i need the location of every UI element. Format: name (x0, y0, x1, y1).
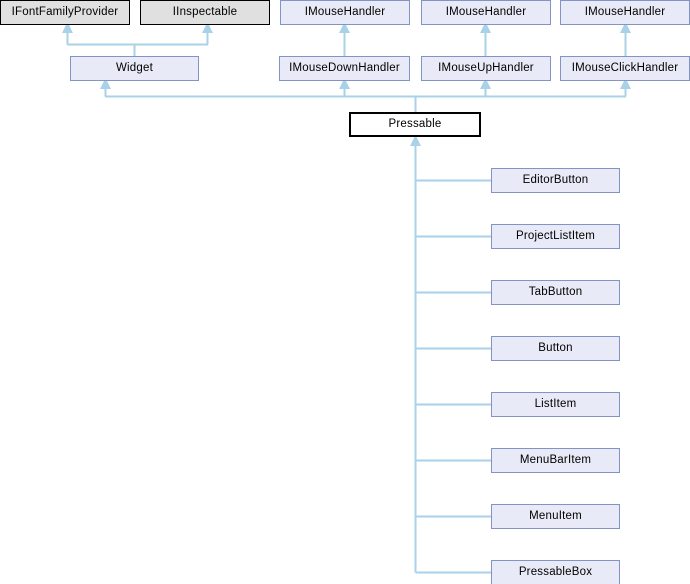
arrowhead-up (410, 135, 421, 146)
node-label: IMouseHandler (445, 5, 527, 18)
node-button[interactable]: Button (491, 336, 620, 361)
node-projectlistitem[interactable]: ProjectListItem (491, 224, 620, 249)
arrowhead-up (62, 22, 73, 33)
node-label: IMouseClickHandler (571, 61, 679, 74)
arrowhead-up (620, 78, 631, 89)
node-imouseclickhandler[interactable]: IMouseClickHandler (560, 56, 690, 81)
node-label: IMouseHandler (304, 5, 386, 18)
node-widget[interactable]: Widget (70, 56, 199, 81)
node-listitem[interactable]: ListItem (491, 392, 620, 417)
node-imousedownhandler[interactable]: IMouseDownHandler (279, 56, 410, 81)
node-imousehandler-1[interactable]: IMouseHandler (280, 0, 410, 25)
edge-imousedown-to-imousehandler (339, 22, 350, 56)
edge-derived-trunk (410, 135, 491, 574)
node-pressable: Pressable (349, 112, 481, 137)
arrowhead-up (620, 22, 631, 33)
arrowhead-up (100, 78, 111, 89)
node-imousehandler-3[interactable]: IMouseHandler (560, 0, 690, 25)
node-imouseuphandler[interactable]: IMouseUpHandler (421, 56, 551, 81)
node-label: EditorButton (522, 173, 589, 186)
arrowhead-up (202, 22, 213, 33)
node-label: ListItem (534, 397, 577, 410)
node-editorbutton[interactable]: EditorButton (491, 168, 620, 193)
node-menuitem[interactable]: MenuItem (491, 504, 620, 529)
arrowhead-up (339, 22, 350, 33)
node-ifontfamilyprovider: IFontFamilyProvider (0, 0, 130, 25)
node-label: IMouseHandler (584, 5, 666, 18)
node-iinspectable: IInspectable (140, 0, 270, 25)
node-label: Pressable (388, 117, 442, 130)
node-label: TabButton (528, 285, 583, 298)
node-label: ProjectListItem (515, 229, 596, 242)
node-tabbutton[interactable]: TabButton (491, 280, 620, 305)
arrowhead-up (480, 78, 491, 89)
edge-imouseclick-to-imousehandler (620, 22, 631, 56)
node-label: IMouseUpHandler (438, 61, 534, 74)
node-label: IMouseDownHandler (289, 61, 400, 74)
arrowhead-up (339, 78, 350, 89)
node-label: PressableBox (518, 565, 593, 578)
arrowhead-up (480, 22, 491, 33)
node-label: IInspectable (172, 5, 238, 18)
edge-imouseup-to-imousehandler (480, 22, 491, 56)
node-label: MenuItem (529, 509, 582, 522)
edge-pressable-to-bases (100, 78, 631, 112)
node-label: IFontFamilyProvider (11, 5, 119, 18)
node-label: Button (538, 341, 573, 354)
node-imousehandler-2[interactable]: IMouseHandler (421, 0, 551, 25)
node-label: MenuBarItem (519, 453, 592, 466)
node-pressablebox[interactable]: PressableBox (491, 560, 620, 584)
node-label: Widget (116, 61, 153, 74)
node-menubaritem[interactable]: MenuBarItem (491, 448, 620, 473)
edge-widget-to-interfaces (62, 22, 213, 56)
